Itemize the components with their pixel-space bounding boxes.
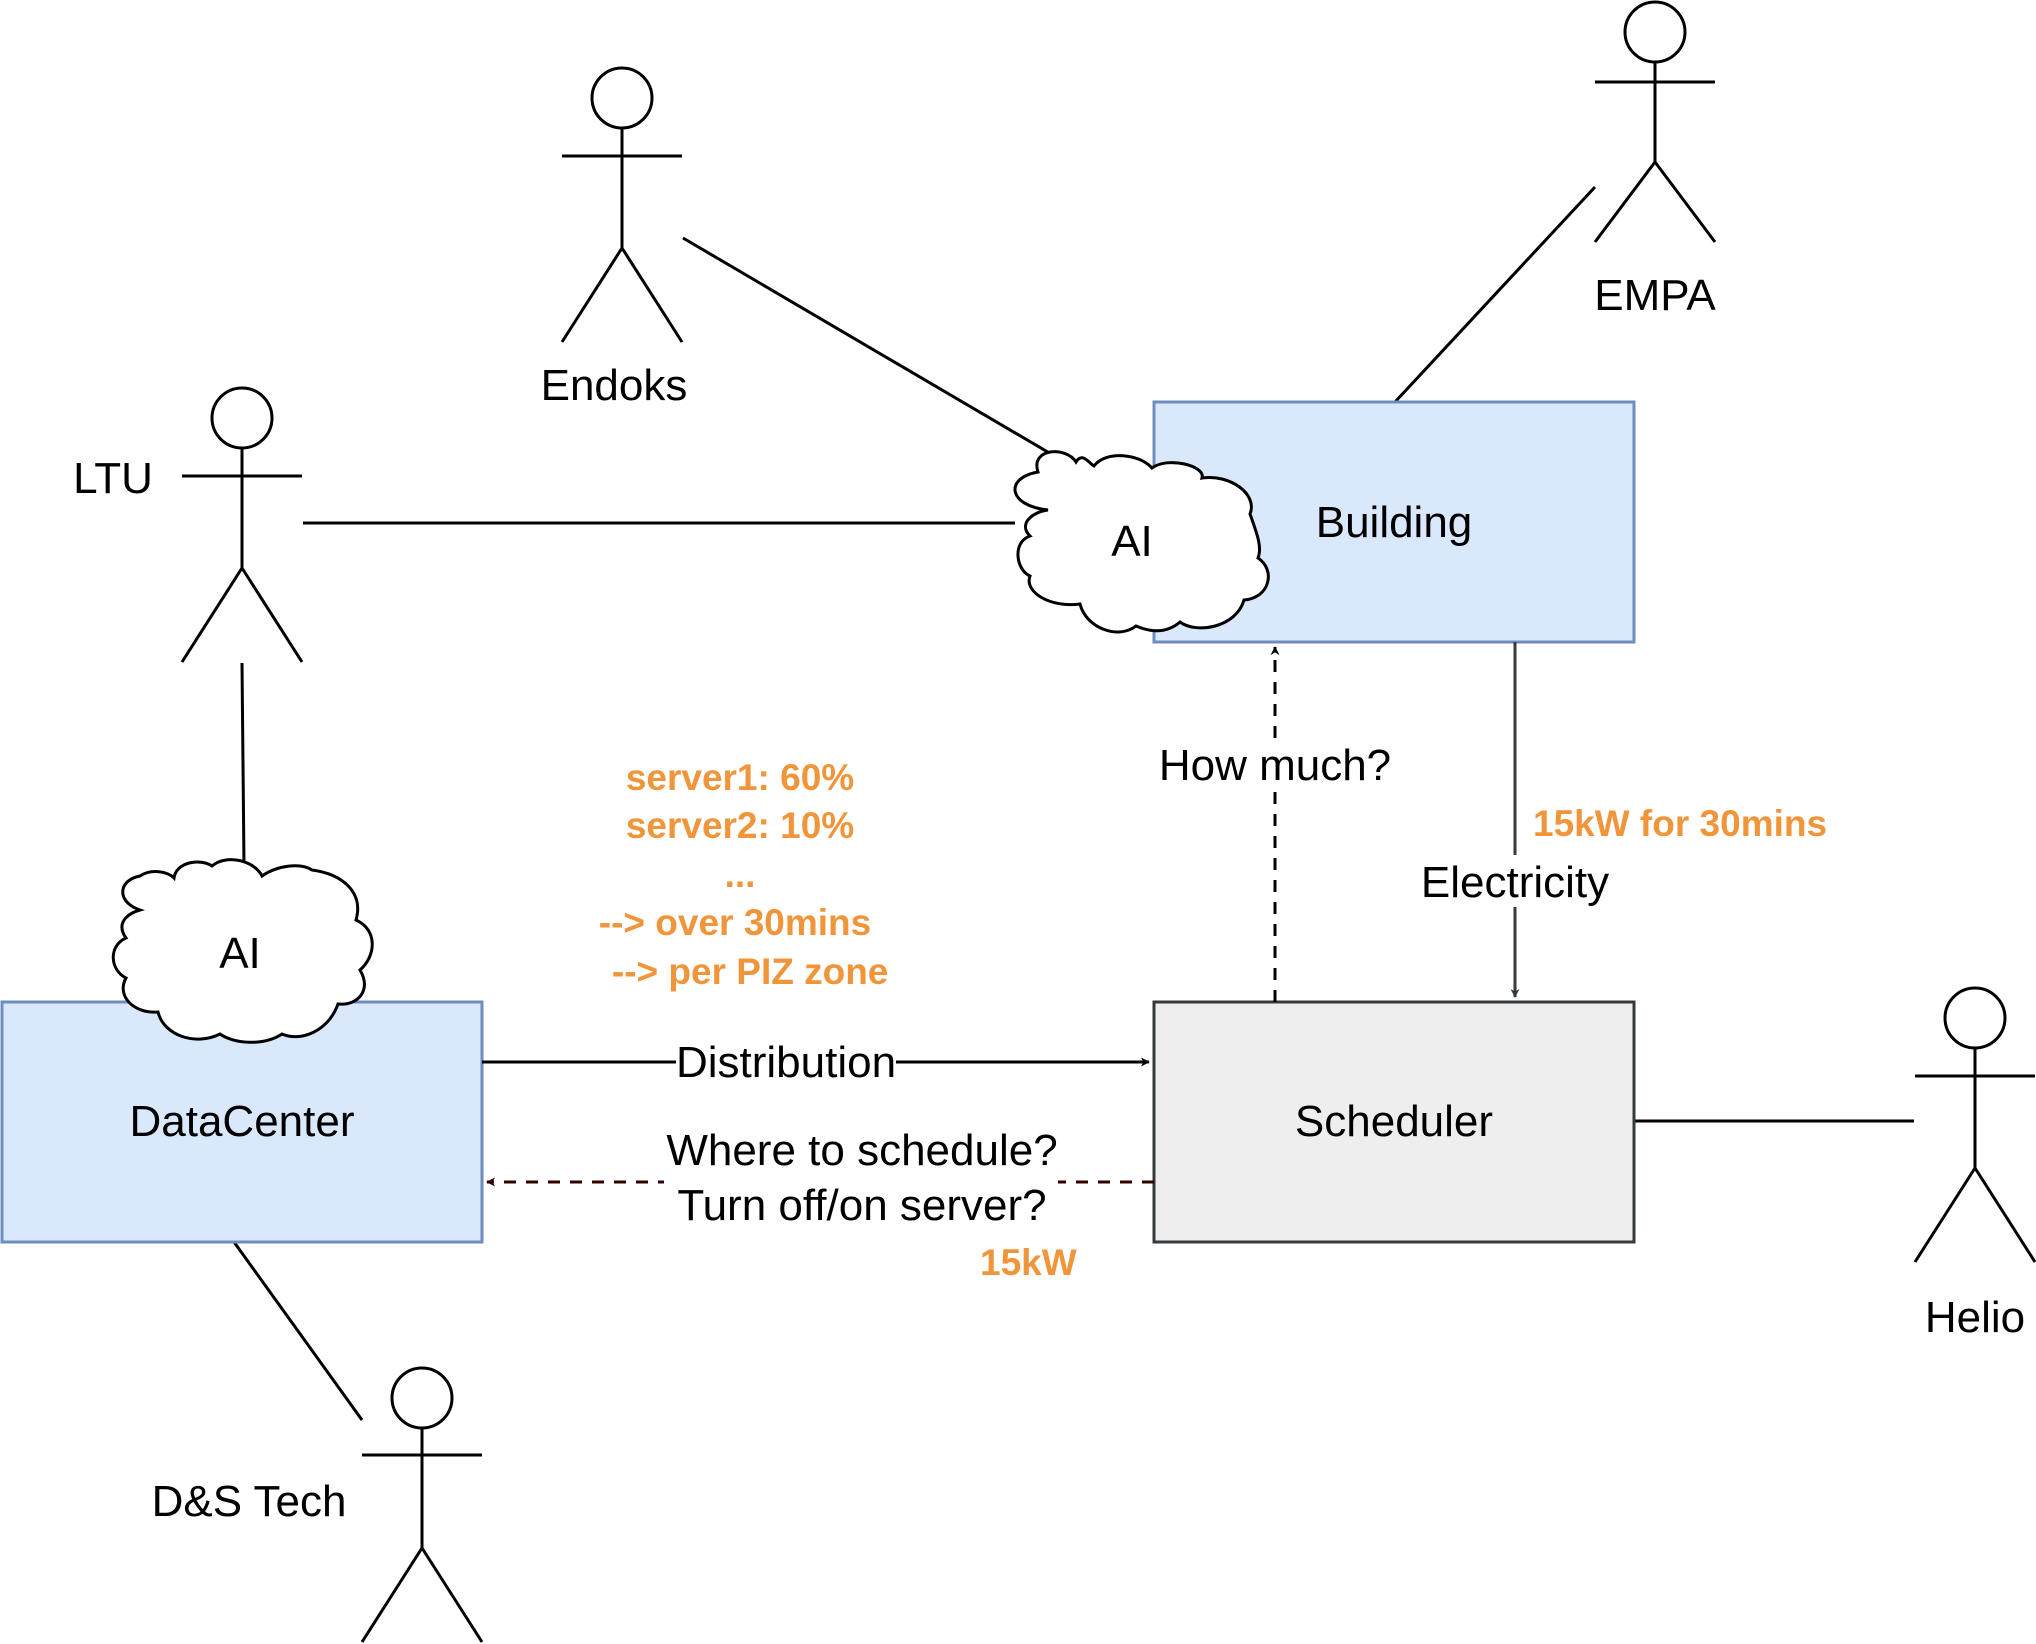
how-much-label-bg — [1158, 738, 1392, 790]
empa-actor-head — [1623, 0, 1687, 64]
how-much-label: How much? — [1159, 741, 1391, 790]
scheduler-label: Scheduler — [1295, 1097, 1493, 1146]
datacenter-ai-label: AI — [219, 929, 261, 978]
where-to-schedule-label-line1: Where to schedule? — [666, 1126, 1057, 1175]
endoks-to-building-ai-line — [682, 236, 1076, 470]
ltu-actor[interactable] — [180, 386, 304, 663]
where-to-schedule-label-line2: Turn off/on server? — [677, 1181, 1046, 1230]
distribution-label: Distribution — [676, 1038, 896, 1087]
ds-tech-actor-head — [390, 1366, 454, 1430]
datacenter-ai-cloud[interactable]: AI — [111, 858, 374, 1044]
server-annotation: server1: 60% server2: 10% ... --> over 3… — [599, 757, 889, 992]
distribution-label-bg — [676, 1038, 896, 1086]
electricity-label: Electricity — [1421, 858, 1609, 907]
empa-to-building-line — [1393, 185, 1597, 404]
server-annotation-line-4: --> over 30mins — [599, 902, 871, 943]
ds-tech-label: D&S Tech — [152, 1477, 347, 1526]
helio-label: Helio — [1925, 1293, 2025, 1342]
server-annotation-line-5: --> per PIZ zone — [602, 951, 889, 992]
endoks-label: Endoks — [541, 361, 688, 410]
datacenter-label: DataCenter — [129, 1097, 354, 1146]
electricity-label-bg — [1420, 855, 1610, 907]
ltu-label: LTU — [73, 454, 153, 503]
server-annotation-line-3: ... — [725, 854, 756, 895]
electricity-amount-annotation: 15kW for 30mins — [1533, 803, 1827, 844]
empa-actor[interactable] — [1593, 0, 1717, 243]
server-annotation-line-1: server1: 60% — [626, 757, 854, 798]
endoks-actor-head — [590, 66, 654, 130]
endoks-actor[interactable] — [560, 66, 684, 343]
scheduler-box[interactable]: Scheduler — [1152, 1000, 1636, 1244]
empa-label: EMPA — [1594, 271, 1716, 320]
ltu-actor-head — [210, 386, 274, 450]
ltu-to-datacenter-ai-line — [240, 662, 246, 866]
schedule-amount-annotation: 15kW — [980, 1242, 1077, 1283]
building-label: Building — [1316, 498, 1473, 547]
datacenter-to-ds-tech-line — [232, 1241, 364, 1421]
datacenter-box[interactable]: DataCenter — [0, 1000, 484, 1244]
building-ai-cloud[interactable]: AI — [1013, 450, 1270, 634]
where-to-schedule-label-bg — [664, 1128, 1058, 1228]
helio-actor[interactable] — [1913, 986, 2036, 1263]
helio-actor-head — [1943, 986, 2007, 1050]
server-annotation-line-2: server2: 10% — [626, 805, 854, 846]
ds-tech-actor[interactable] — [360, 1366, 484, 1643]
building-ai-label: AI — [1111, 517, 1153, 566]
